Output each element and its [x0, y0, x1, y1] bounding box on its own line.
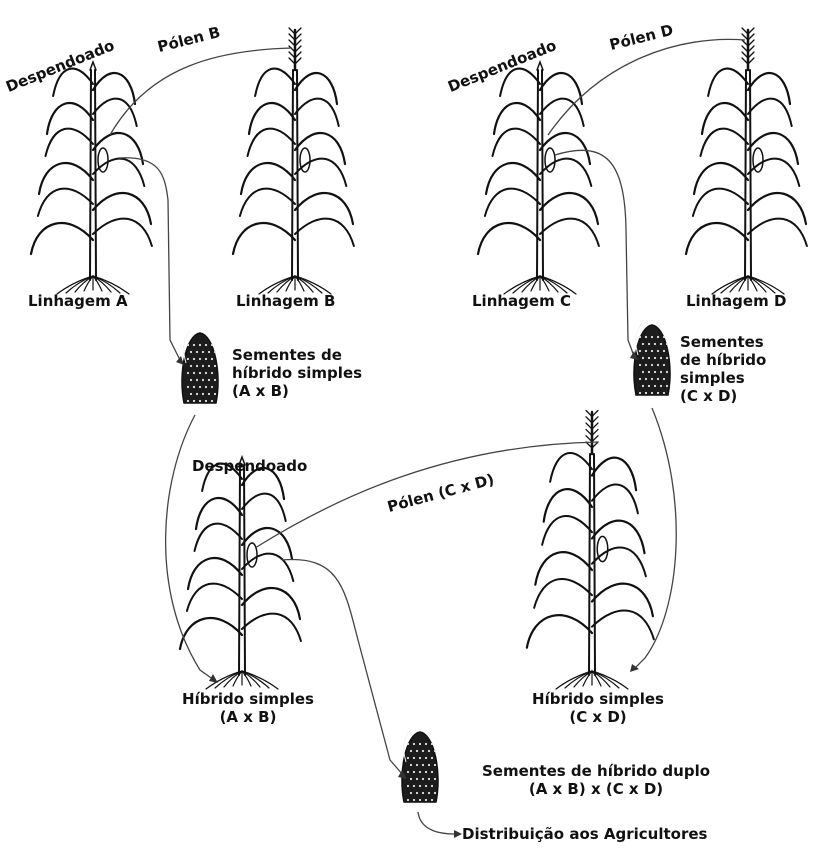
label-linhagem-b: Linhagem B — [236, 292, 335, 310]
hybrid-cd-line-2: (C x D) — [508, 708, 688, 726]
plant-hibrido-ab — [180, 457, 301, 689]
corn-ear-seeds-cd — [634, 323, 670, 395]
arrowhead-seeds-ab — [176, 356, 184, 365]
arrowhead-distribution — [454, 830, 462, 838]
seeds-ab-line-2: híbrido simples — [232, 364, 362, 382]
seeds-ab-line-1: Sementes de — [232, 346, 362, 364]
plant-linhagem-b — [233, 28, 354, 294]
arrow-seeds-ab-to-hybrid — [166, 415, 214, 680]
plant-linhagem-d — [686, 28, 807, 294]
seeds-cd-line-4: (C x D) — [680, 387, 766, 405]
seeds-ab-line-3: (A x B) — [232, 382, 362, 400]
arrow-pollen-b — [110, 48, 292, 135]
plant-linhagem-a — [31, 62, 152, 294]
label-seeds-cd: Sementes de híbrido simples (C x D) — [680, 333, 766, 405]
label-linhagem-d: Linhagem D — [686, 292, 786, 310]
label-distribution: Distribuição aos Agricultores — [462, 825, 707, 843]
plant-hibrido-cd — [527, 411, 654, 690]
label-despendoado-hybrid: Despendoado — [192, 457, 307, 475]
arrow-to-distribution — [418, 812, 455, 834]
seeds-double-line-1: Sementes de híbrido duplo — [446, 762, 746, 780]
seeds-cd-line-3: simples — [680, 369, 766, 387]
hybrid-ab-line-2: (A x B) — [158, 708, 338, 726]
arrow-cross-to-double-seeds — [282, 560, 403, 775]
label-hybrid-cd: Híbrido simples (C x D) — [508, 690, 688, 726]
corn-ear-seeds-ab — [182, 331, 218, 403]
label-linhagem-c: Linhagem C — [472, 292, 571, 310]
arrowhead-hybrid-ab — [209, 674, 218, 683]
seeds-cd-line-2: de híbrido — [680, 351, 766, 369]
hybrid-cd-line-1: Híbrido simples — [508, 690, 688, 708]
label-linhagem-a: Linhagem A — [28, 292, 128, 310]
arrow-cross-ab-to-seeds — [118, 158, 180, 360]
label-seeds-ab: Sementes de híbrido simples (A x B) — [232, 346, 362, 400]
label-hybrid-ab: Híbrido simples (A x B) — [158, 690, 338, 726]
seeds-double-line-2: (A x B) x (C x D) — [446, 780, 746, 798]
label-seeds-double: Sementes de híbrido duplo (A x B) x (C x… — [446, 762, 746, 798]
corn-ear-seeds-double — [402, 730, 438, 802]
seeds-cd-line-1: Sementes — [680, 333, 766, 351]
arrow-cross-cd-to-seeds — [555, 150, 634, 356]
hybrid-ab-line-1: Híbrido simples — [158, 690, 338, 708]
